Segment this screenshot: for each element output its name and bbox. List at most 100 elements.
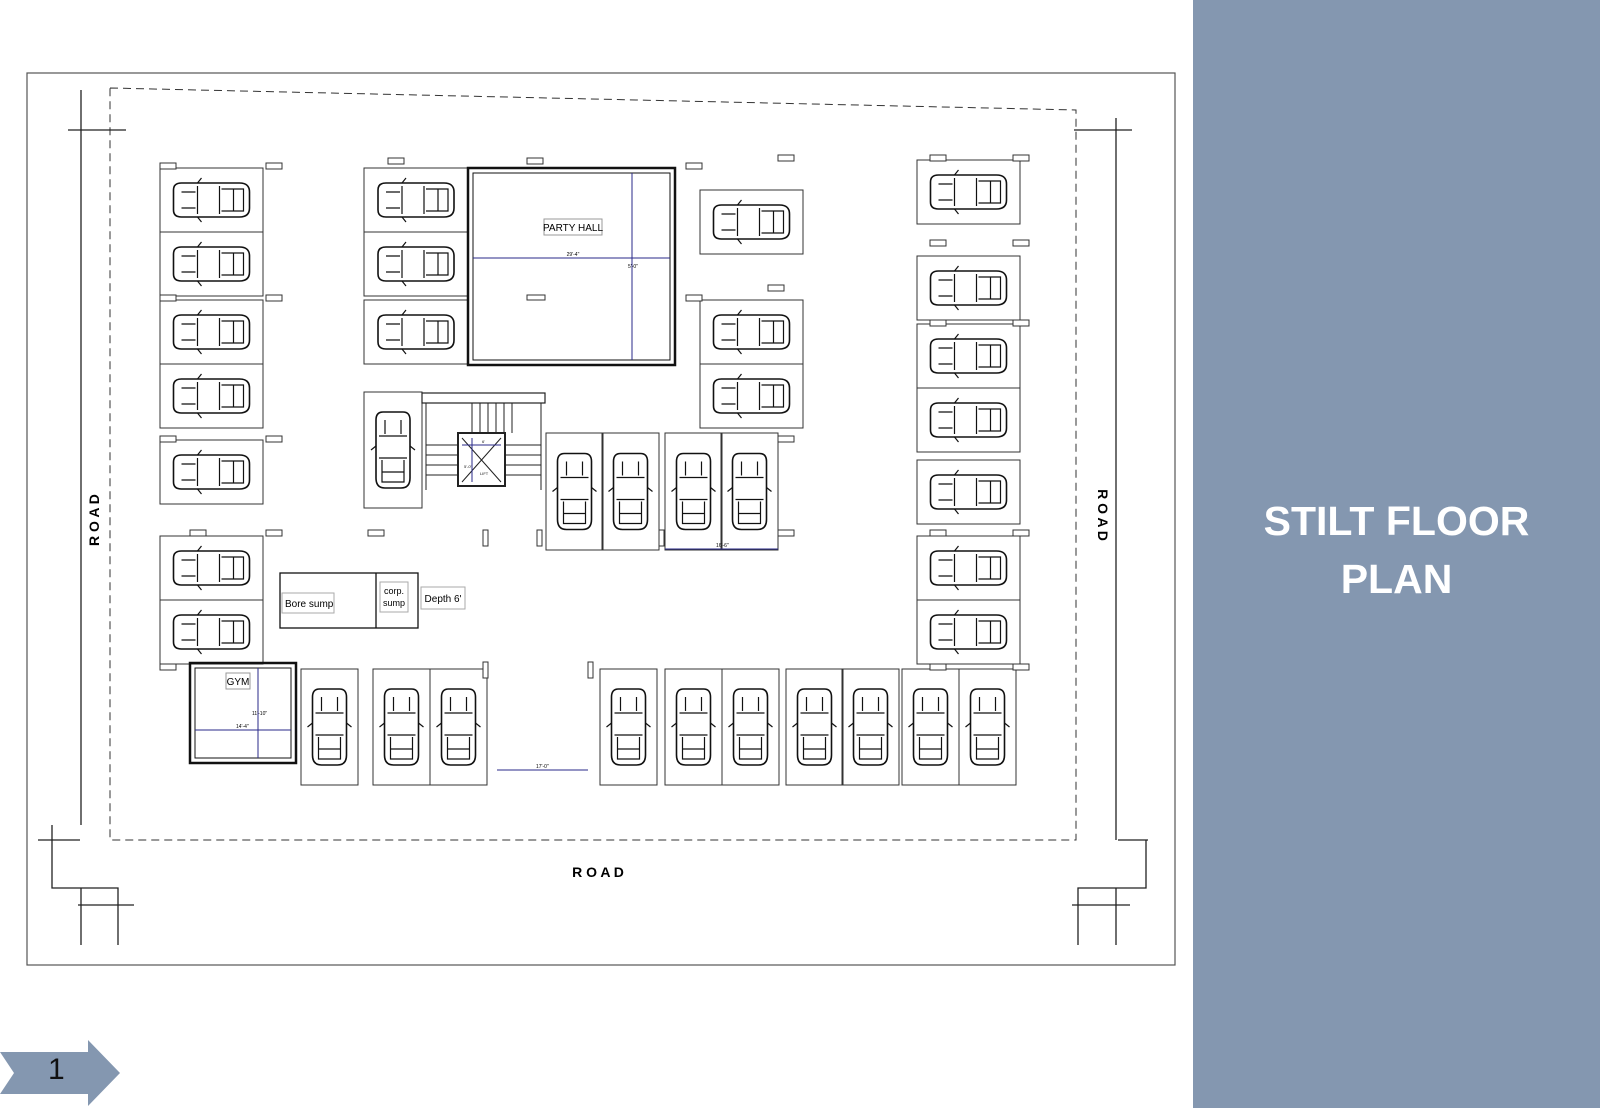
party-hall-width-dim: 29'-4" (567, 252, 580, 258)
parking-slot (159, 363, 264, 429)
drawing-frame (26, 72, 1176, 966)
car-icon (172, 309, 251, 355)
car-icon (929, 469, 1008, 515)
parking-slot (159, 167, 264, 233)
parking-slot (916, 535, 1021, 601)
column-marker (929, 663, 947, 671)
parking-slots (159, 159, 1021, 786)
parking-slot (916, 599, 1021, 665)
car-icon (172, 545, 251, 591)
column-marker (587, 661, 594, 679)
lift-height-dim: 5'-0" (464, 464, 473, 469)
car-icon (306, 688, 353, 766)
car-icon (551, 452, 598, 531)
car-icon (172, 177, 251, 223)
column-marker (189, 529, 207, 537)
parking-slot (599, 668, 658, 786)
party-hall: PARTY HALL 29'-4" 5'-0" (466, 166, 677, 367)
column-marker (265, 294, 283, 302)
column-marker (482, 529, 489, 547)
column-marker (159, 294, 177, 302)
parking-slot (901, 668, 960, 786)
corp-sump-label-2: sump (383, 598, 405, 608)
parking-slot (159, 599, 264, 665)
column-marker (685, 294, 703, 302)
car-icon (712, 373, 791, 419)
column-marker (929, 529, 947, 537)
column-marker (159, 162, 177, 170)
road-label-bottom: R O A D (572, 864, 624, 880)
parking-slot (601, 432, 660, 551)
parking-slot (699, 363, 804, 429)
road-label-left: R O A D (86, 494, 102, 546)
parking-slot (363, 167, 469, 233)
column-marker (929, 319, 947, 327)
party-hall-height-dim: 5'-0" (628, 264, 638, 270)
page-arrow-icon (0, 1040, 120, 1106)
car-icon (377, 309, 455, 355)
lift-width-dim: 6' (482, 439, 485, 444)
column-marker (482, 661, 489, 679)
car-icon (377, 177, 455, 223)
column-marker (265, 529, 283, 537)
gym: GYM 14'-4" 11'-10" (188, 661, 298, 765)
column-marker (1012, 663, 1030, 671)
gym-height-dim: 11'-10" (252, 711, 267, 717)
column-marker (767, 284, 785, 292)
column-marker (367, 529, 385, 537)
parking-slot (699, 299, 804, 365)
parking-slot (916, 387, 1021, 453)
column-marker (526, 157, 544, 165)
column-marker (159, 435, 177, 443)
car-icon (172, 241, 251, 287)
slide-title: STILT FLOOR PLAN (1193, 492, 1600, 608)
parking-slot (841, 668, 900, 786)
column-marker (1012, 154, 1030, 162)
parking-slot (545, 432, 604, 551)
parking-slot (300, 668, 359, 786)
columns (159, 154, 1030, 679)
driveway-dim: 17'-0" (536, 764, 549, 770)
column-marker (265, 162, 283, 170)
slide-title-line-2: PLAN (1340, 556, 1453, 602)
car-icon (435, 688, 482, 766)
column-marker (159, 663, 177, 671)
column-marker (387, 157, 405, 165)
party-hall-label: PARTY HALL (543, 223, 603, 234)
car-icon (907, 688, 954, 766)
column-marker (777, 529, 795, 537)
car-icon (847, 688, 894, 766)
column-marker (685, 162, 703, 170)
car-icon (712, 309, 791, 355)
parking-slot (363, 299, 469, 365)
parking-slot (664, 432, 723, 551)
car-icon (929, 545, 1008, 591)
car-icon (964, 688, 1011, 766)
column-marker (1012, 319, 1030, 327)
column-marker (1012, 529, 1030, 537)
parking-slot (159, 231, 264, 297)
road-label-right: R O A D (1095, 489, 1111, 541)
parking-slot (958, 668, 1017, 786)
parking-slot (699, 189, 804, 255)
car-icon (172, 449, 251, 495)
page-number: 1 (48, 1053, 65, 1086)
column-marker (777, 154, 795, 162)
parking-slot (916, 323, 1021, 389)
bore-sump-label: Bore sump (285, 599, 334, 610)
gym-width-dim: 14'-4" (236, 724, 249, 730)
sumps: Bore sump corp. sump Depth 6' (279, 572, 466, 629)
column-marker (265, 435, 283, 443)
parking-slot (429, 668, 488, 786)
car-icon (726, 452, 773, 531)
depth-label: Depth 6' (425, 594, 462, 605)
car-icon (929, 333, 1008, 379)
car-icon (929, 265, 1008, 311)
lift-label: LIFT (480, 471, 489, 476)
parking-slot (721, 668, 780, 786)
car-icon (791, 688, 838, 766)
parking-slot (363, 391, 423, 509)
car-icon (605, 688, 652, 766)
parking-slot (664, 668, 723, 786)
car-icon (670, 452, 717, 531)
